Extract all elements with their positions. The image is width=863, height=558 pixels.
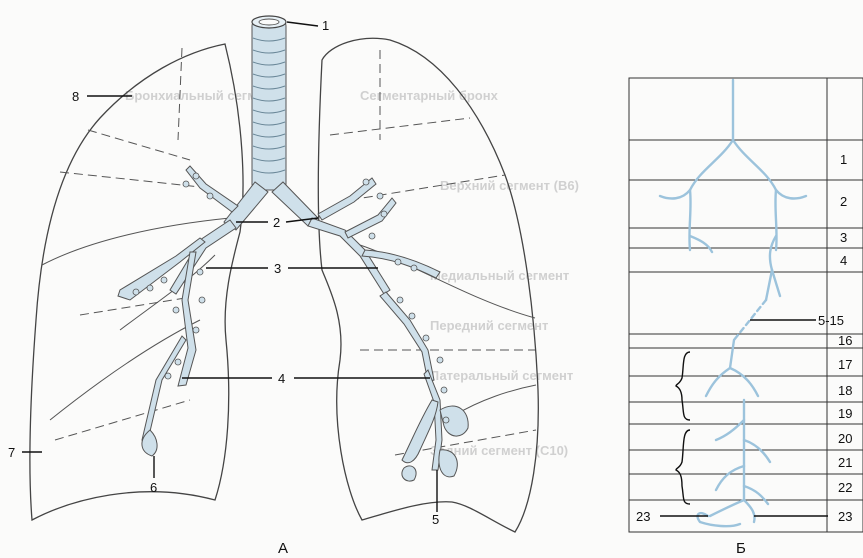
- segment-boundary: [88, 130, 190, 160]
- row-number: 17: [838, 357, 852, 372]
- label-6: 6: [150, 480, 157, 495]
- row-number: 23: [838, 509, 852, 524]
- label-7: 7: [8, 445, 15, 460]
- row-numbers: 1 2 3 4 5-15 16 17 18 19 20 21 22 23: [818, 152, 852, 524]
- label-8: 8: [72, 89, 79, 104]
- label-bronchiole: 5: [432, 512, 439, 527]
- caption-b: Б: [736, 540, 746, 557]
- row-number: 22: [838, 480, 852, 495]
- row-number: 2: [840, 194, 847, 209]
- row-number: 21: [838, 455, 852, 470]
- fissure: [455, 385, 536, 415]
- row-number: 19: [838, 406, 852, 421]
- row-number: 1: [840, 152, 847, 167]
- ghost-text: Латеральный сегмент: [430, 368, 573, 383]
- row-number: 16: [838, 333, 852, 348]
- left-label-23: 23: [636, 509, 650, 524]
- brace: [676, 352, 690, 420]
- row-number: 18: [838, 383, 852, 398]
- segment-boundary: [80, 298, 185, 315]
- row-number: 20: [838, 431, 852, 446]
- label-trachea: 1: [322, 18, 329, 33]
- label-lobar-bronchus: 3: [274, 261, 281, 276]
- row-number: 5-15: [818, 313, 844, 328]
- ghost-text: Передний сегмент: [430, 318, 548, 333]
- figure-b: 1 2 3 4 5-15 16 17 18 19 20 21 22 23 23 …: [629, 78, 863, 557]
- ghost-text: Верхний сегмент (В6): [440, 178, 579, 193]
- label-main-bronchus: 2: [273, 215, 280, 230]
- row-number: 3: [840, 230, 847, 245]
- ghost-text: Медиальный сегмент: [430, 268, 569, 283]
- label-segmental-bronchus: 4: [278, 371, 285, 386]
- table-frame: [629, 78, 863, 532]
- segment-boundary: [55, 400, 190, 440]
- trachea: [252, 16, 286, 190]
- background-text: Бронхиальный сегмент Сегментарный бронх …: [125, 88, 579, 458]
- segment-boundary: [330, 118, 470, 135]
- caption-a: А: [278, 540, 288, 557]
- fissure: [50, 320, 200, 420]
- brace: [676, 430, 690, 504]
- row-number: 4: [840, 253, 847, 268]
- ghost-text: Сегментарный бронх: [360, 88, 499, 103]
- right-bronchial-tree: [118, 166, 268, 456]
